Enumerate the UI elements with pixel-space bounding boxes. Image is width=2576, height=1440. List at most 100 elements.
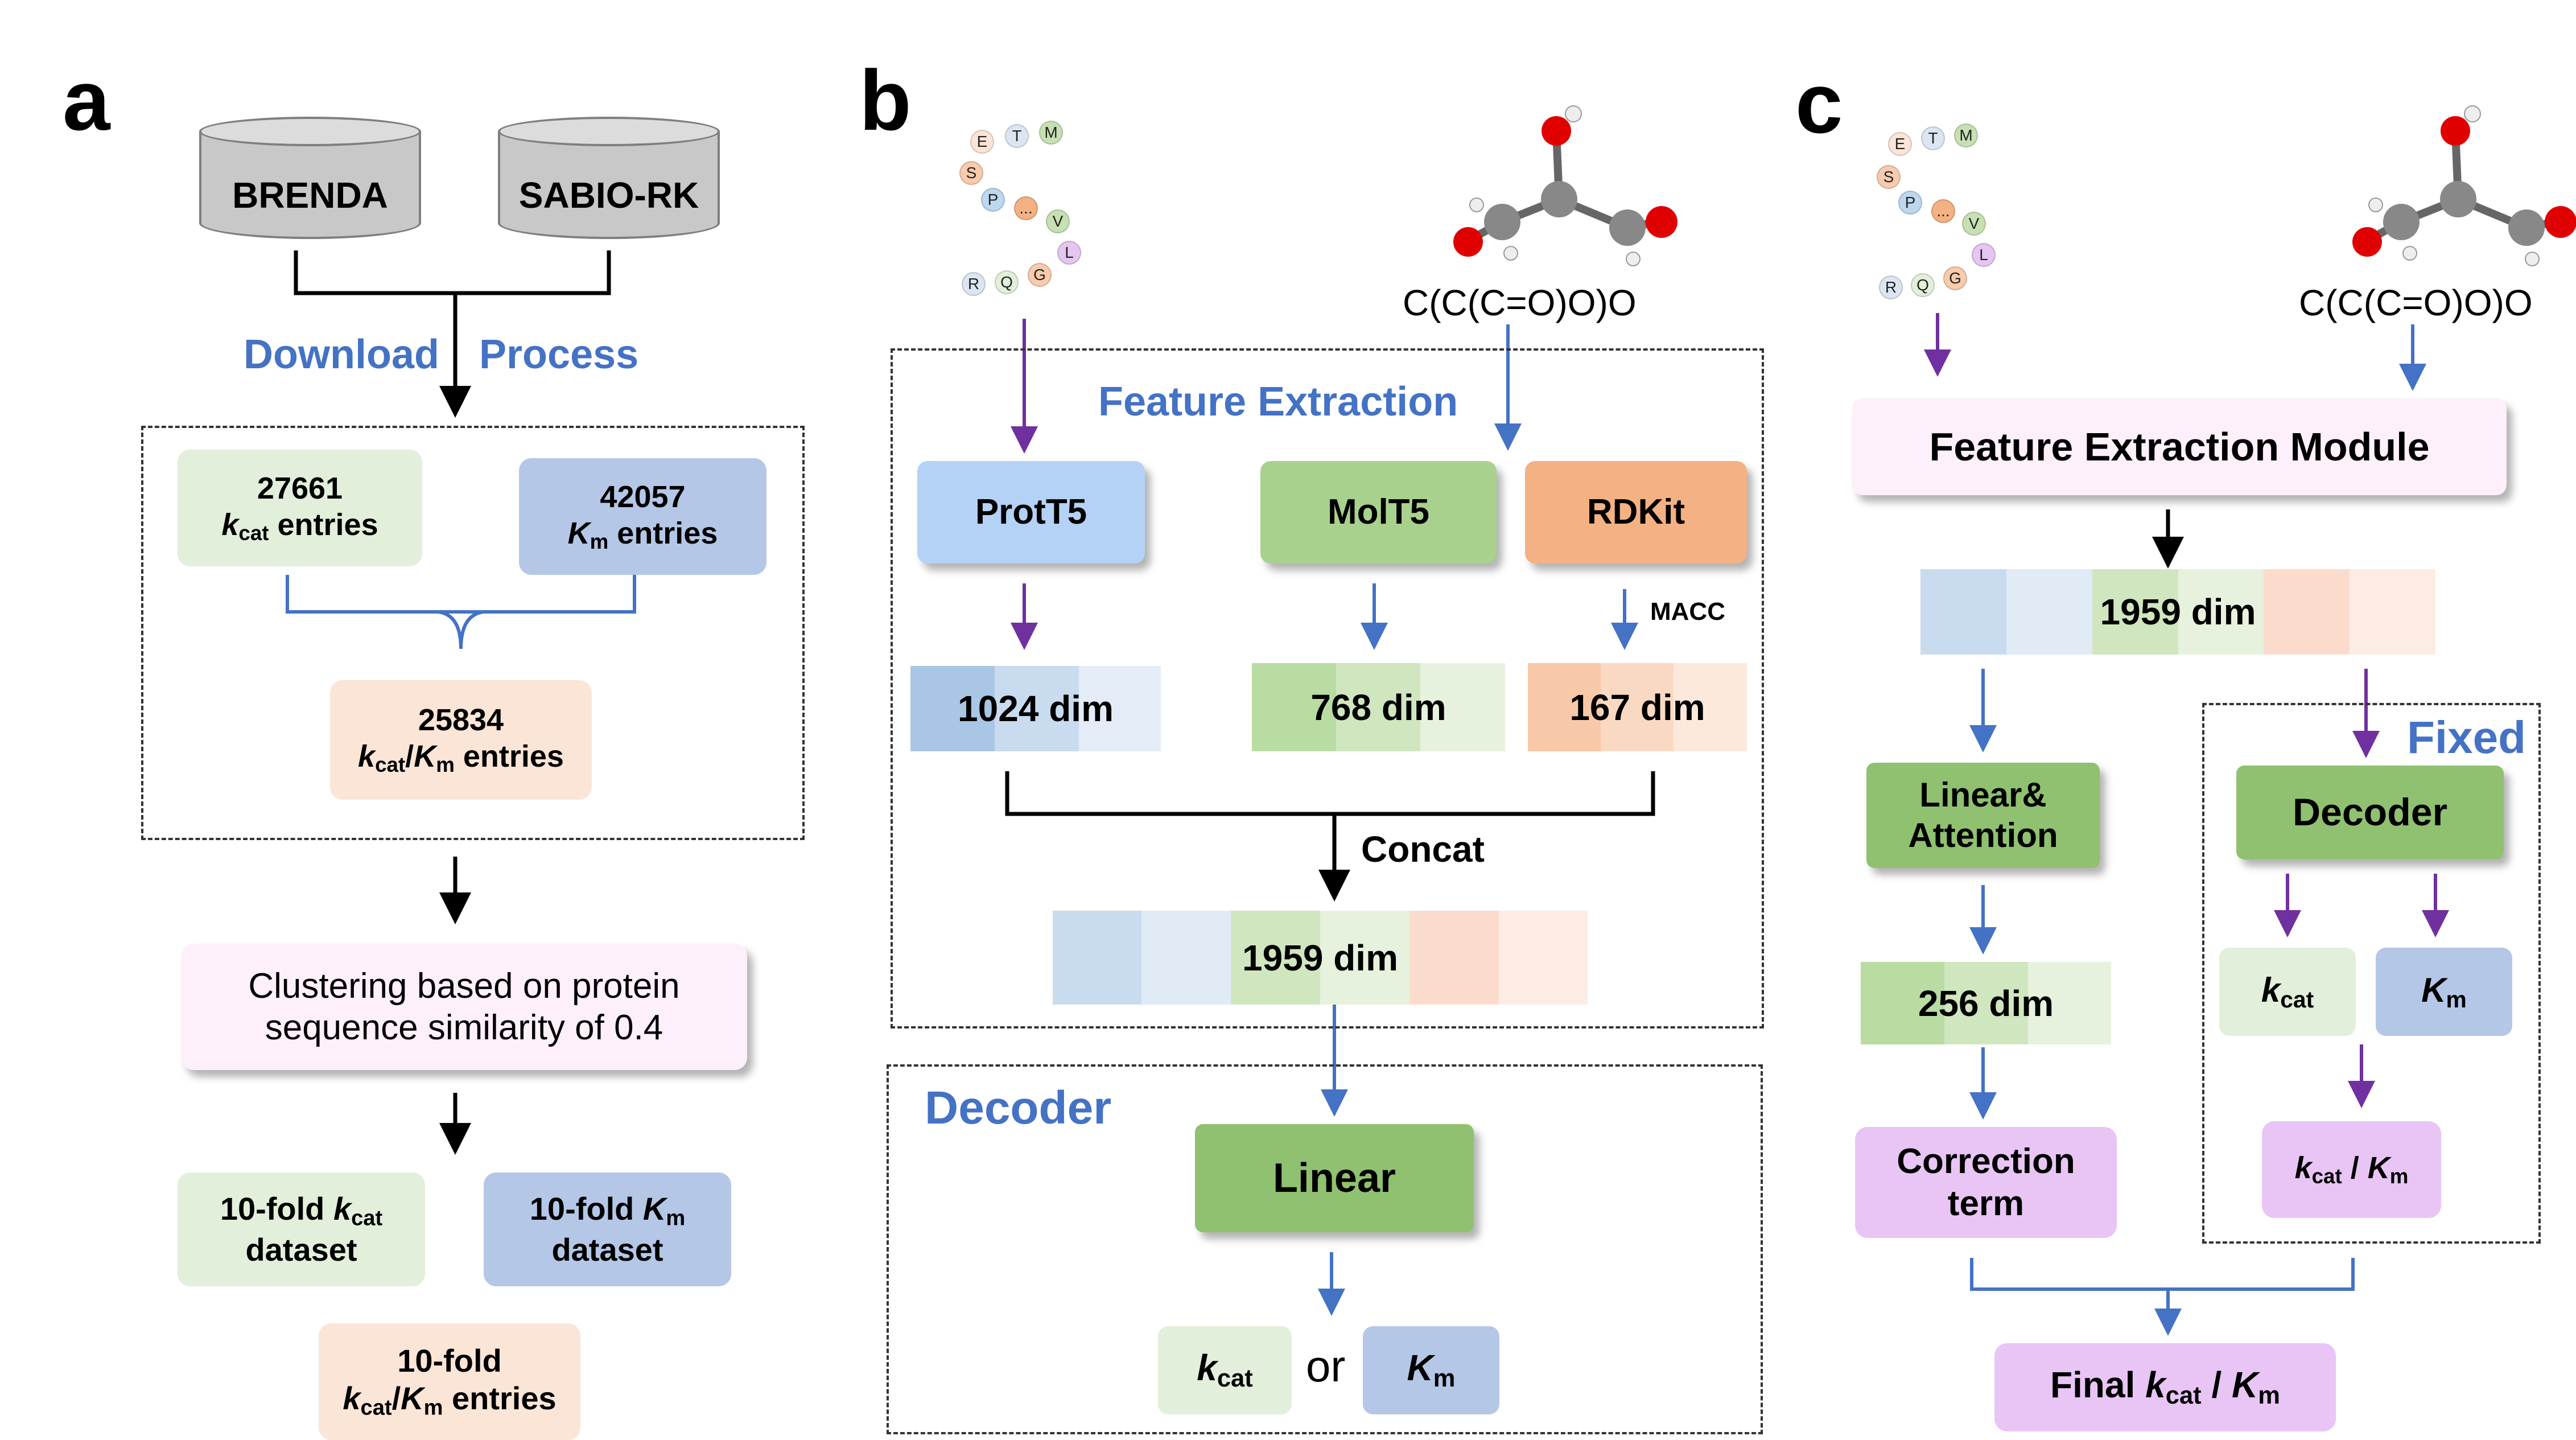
c-kcat-box: kcat xyxy=(2219,948,2356,1036)
vector-1959-c: 1959 dim xyxy=(1920,569,2435,655)
ratio-count: 25834 xyxy=(418,703,504,738)
vector-768: 768 dim xyxy=(1252,663,1505,751)
tenfold-kcat-line-1: 10-fold kcat xyxy=(220,1190,383,1231)
c-bead-s: S xyxy=(1877,165,1901,189)
ratio-entries-box: 25834 kcat/Km entries xyxy=(330,680,592,800)
vector-1959-b-label: 1959 dim xyxy=(1242,937,1398,978)
vector-1024: 1024 dim xyxy=(910,666,1161,751)
km-count: 42057 xyxy=(600,479,686,514)
bead-m: M xyxy=(1039,121,1063,145)
molecule-b xyxy=(1453,105,1678,266)
c-bead-m: M xyxy=(1954,124,1978,147)
tenfold-ratio-line-2: kcat/Km entries xyxy=(343,1380,557,1420)
concat-label: Concat xyxy=(1361,829,1485,870)
output-kcat-box: kcat xyxy=(1158,1326,1292,1414)
decoder-box-c: Decoder xyxy=(2236,766,2504,859)
kcat-count: 27661 xyxy=(257,471,343,505)
rdkit-label: RDKit xyxy=(1586,492,1685,532)
rdkit-box: RDKit xyxy=(1525,461,1747,563)
linear-box: Linear xyxy=(1195,1124,1474,1232)
entries-dashed-box xyxy=(141,426,805,840)
vector-1959-b: 1959 dim xyxy=(1053,911,1588,1005)
linear-label: Linear xyxy=(1272,1155,1396,1201)
tenfold-km-line-1: 10-fold Km xyxy=(529,1190,686,1231)
c-bead-v: V xyxy=(1962,212,1986,236)
feature-extraction-module-box: Feature Extraction Module xyxy=(1852,398,2507,495)
entries-bracket xyxy=(286,575,636,614)
ratio-entries-label: kcat/Km entries xyxy=(358,739,564,777)
tenfold-km-box: 10-fold Km dataset xyxy=(484,1172,731,1286)
vector-167-label: 167 dim xyxy=(1569,686,1705,728)
final-ratio-label: Final kcat / Km xyxy=(2050,1364,2280,1410)
c-kcat-label: kcat xyxy=(2261,970,2314,1013)
kcat-entries-label: kcat entries xyxy=(221,507,378,545)
vector-1024-label: 1024 dim xyxy=(958,688,1114,729)
bead-dots: ... xyxy=(1014,196,1038,220)
download-label: Download xyxy=(244,332,439,377)
tenfold-ratio-line-1: 10-fold xyxy=(397,1343,502,1379)
smiles-b: C(C(C=O)O)O xyxy=(1403,282,1637,323)
concat-bracket xyxy=(1005,771,1655,816)
c-bead-l: L xyxy=(1972,243,1996,267)
feature-extraction-dashed-box xyxy=(891,348,1764,1028)
bead-t: T xyxy=(1005,124,1029,148)
vector-1959-c-label: 1959 dim xyxy=(2100,591,2256,632)
bead-l: L xyxy=(1057,241,1081,265)
panel-label-a: a xyxy=(63,52,110,148)
db-merge-bracket xyxy=(294,250,611,295)
c-bead-g: G xyxy=(1943,266,1967,290)
kcat-entries-box: 27661 kcat entries xyxy=(178,450,422,566)
molt5-box: MolT5 xyxy=(1260,461,1497,563)
vector-167: 167 dim xyxy=(1528,663,1747,751)
c-final-bracket xyxy=(1970,1258,2355,1291)
tenfold-kcat-line-2: dataset xyxy=(245,1232,357,1268)
output-km-label: Km xyxy=(1407,1347,1456,1393)
bead-s: S xyxy=(959,161,983,185)
c-km-label: Km xyxy=(2421,970,2467,1013)
c-bead-r: R xyxy=(1879,275,1903,299)
feature-extraction-title: Feature Extraction xyxy=(1098,379,1458,425)
decoder-title-b: Decoder xyxy=(925,1082,1112,1134)
c-bead-t: T xyxy=(1921,126,1945,150)
brenda-database: BRENDA xyxy=(199,117,421,239)
vector-256-label: 256 dim xyxy=(1918,982,2054,1024)
prott5-box: ProtT5 xyxy=(917,461,1145,563)
output-kcat-label: kcat xyxy=(1197,1347,1253,1393)
panel-label-c: c xyxy=(1795,55,1843,151)
decoder-c-label: Decoder xyxy=(2292,791,2448,834)
sabio-rk-database: SABIO-RK xyxy=(498,117,720,239)
correction-term-box: Correction term xyxy=(1855,1127,2117,1238)
bead-g: G xyxy=(1028,263,1052,287)
c-bead-dots: ... xyxy=(1931,199,1955,223)
correction-line-1: Correction xyxy=(1897,1142,2075,1182)
c-bead-p: P xyxy=(1898,191,1922,215)
process-label: Process xyxy=(479,332,639,377)
decoder-dashed-box xyxy=(887,1064,1763,1434)
molecule-c xyxy=(2352,105,2576,266)
bead-r: R xyxy=(962,272,986,296)
correction-line-2: term xyxy=(1947,1183,2025,1223)
or-label: or xyxy=(1306,1341,1346,1391)
linear-attention-box: Linear& Attention xyxy=(1866,763,2100,868)
fixed-dashed-box xyxy=(2202,703,2541,1244)
c-ratio-box: kcat / Km xyxy=(2262,1121,2441,1218)
c-bead-e: E xyxy=(1888,132,1912,156)
tenfold-kcat-box: 10-fold kcat dataset xyxy=(178,1172,425,1286)
clustering-box: Clustering based on protein sequence sim… xyxy=(181,944,747,1070)
tenfold-ratio-box: 10-fold kcat/Km entries xyxy=(319,1323,580,1440)
c-km-box: Km xyxy=(2376,948,2512,1036)
brenda-label: BRENDA xyxy=(232,174,388,216)
smiles-c: C(C(C=O)O)O xyxy=(2299,282,2533,323)
feature-extraction-module-label: Feature Extraction Module xyxy=(1929,424,2430,469)
bead-v: V xyxy=(1046,209,1070,233)
km-entries-label: Km entries xyxy=(567,516,718,553)
final-ratio-box: Final kcat / Km xyxy=(1994,1343,2336,1431)
output-km-box: Km xyxy=(1363,1326,1499,1414)
panel-label-b: b xyxy=(859,52,912,148)
sabio-rk-label: SABIO-RK xyxy=(518,174,699,216)
vector-256: 256 dim xyxy=(1861,962,2111,1044)
fixed-label: Fixed xyxy=(2407,712,2526,763)
bead-e: E xyxy=(970,130,994,154)
